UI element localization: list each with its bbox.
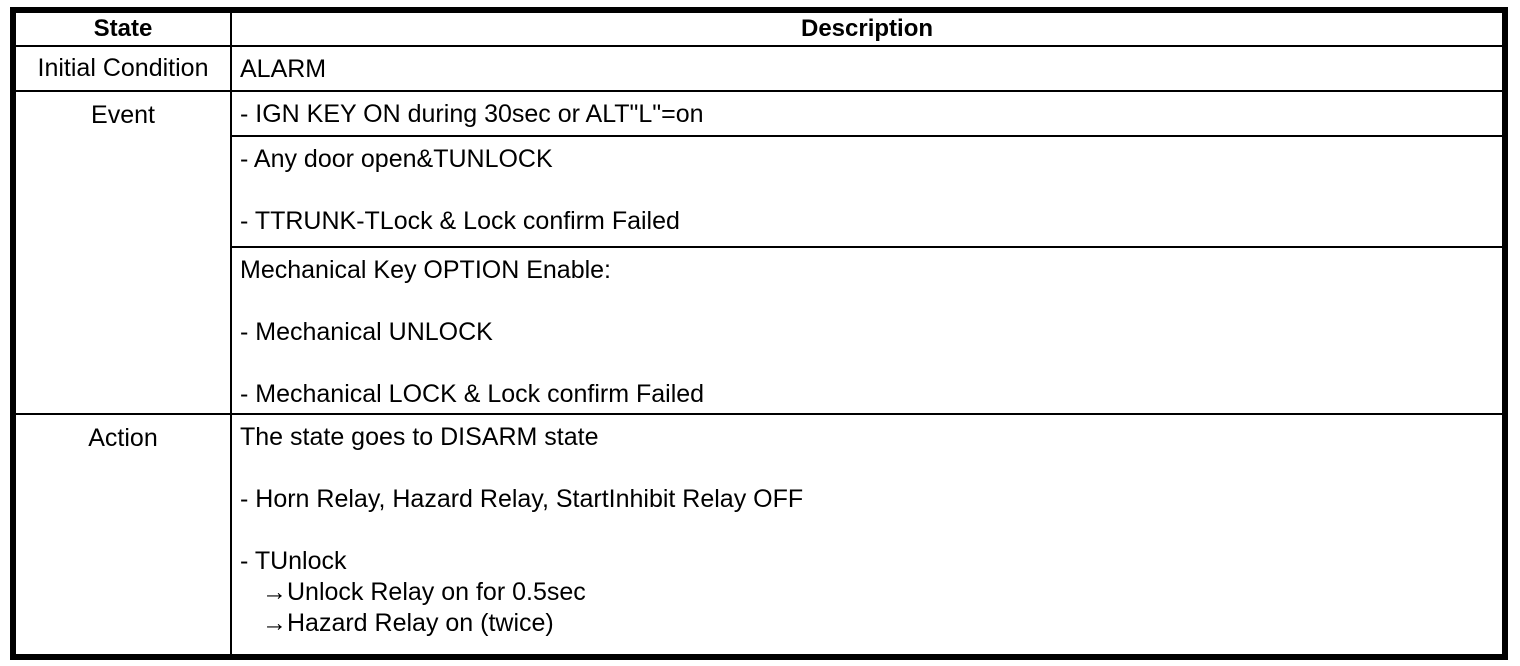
table-header-row: State Description <box>16 13 1502 47</box>
state-description-table: State Description Initial Condition ALAR… <box>10 7 1508 660</box>
table-cell-line: →Unlock Relay on for 0.5sec <box>262 578 586 606</box>
row-label-initial-condition: Initial Condition <box>16 47 232 90</box>
table-cell-line: The state goes to DISARM state <box>240 423 599 451</box>
table-row-initial-condition: Initial Condition ALARM <box>16 47 1502 92</box>
table-cell-line: - TUnlock <box>240 547 347 575</box>
row-label-event: Event <box>16 92 232 413</box>
initial-condition-description-cell: ALARM <box>232 47 1502 85</box>
table-row-action: Action The state goes to DISARM state - … <box>16 415 1502 654</box>
table-cell-line: - Mechanical LOCK & Lock confirm Failed <box>240 380 705 408</box>
description-column-header: Description <box>800 15 934 42</box>
event-subcell-door-trunk: - Any door open&TUNLOCK - TTRUNK-TLock &… <box>232 137 1502 248</box>
table-cell-line: - TTRUNK-TLock & Lock confirm Failed <box>240 207 680 235</box>
table-cell-line: - IGN KEY ON during 30sec or ALT"L"=on <box>240 100 704 128</box>
table-cell-line: ALARM <box>240 55 327 83</box>
table-cell-line: →Hazard Relay on (twice) <box>262 609 554 637</box>
action-description-cell: The state goes to DISARM state - Horn Re… <box>232 415 1502 639</box>
event-subcell-mechanical-key: Mechanical Key OPTION Enable: - Mechanic… <box>232 248 1502 413</box>
table-cell-line: - Any door open&TUNLOCK <box>240 145 553 173</box>
table-cell-line: Mechanical Key OPTION Enable: <box>240 256 611 284</box>
state-column-header: State <box>16 13 232 45</box>
table-cell-line: - Horn Relay, Hazard Relay, StartInhibit… <box>240 485 804 513</box>
event-subcell-ign-key: - IGN KEY ON during 30sec or ALT"L"=on <box>232 92 1502 137</box>
table-cell-line: - Mechanical UNLOCK <box>240 318 493 346</box>
table-row-event: Event - IGN KEY ON during 30sec or ALT"L… <box>16 92 1502 415</box>
row-label-action: Action <box>16 415 232 654</box>
